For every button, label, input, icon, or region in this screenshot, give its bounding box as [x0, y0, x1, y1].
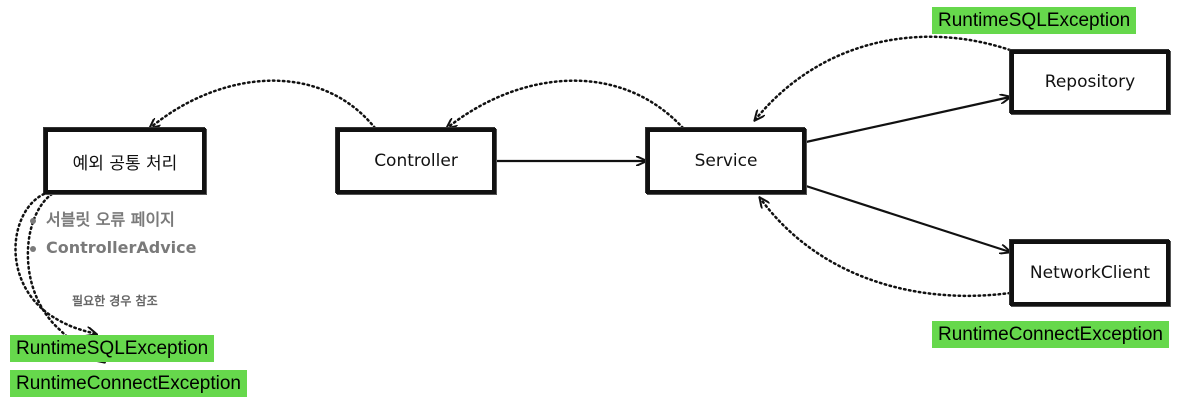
arrow-service-to-repository — [805, 97, 1010, 144]
node-network-client: NetworkClient — [1010, 240, 1170, 306]
bullet-icon — [30, 217, 36, 224]
handler-option-item: 서블릿 오류 페이지 — [30, 206, 196, 234]
label-runtime-connect-exception-bottom: RuntimeConnectException — [10, 370, 247, 397]
node-exception-handler: 예외 공통 처리 — [44, 128, 206, 194]
dotted-handler-to-sql-label — [14, 192, 96, 334]
dotted-repository-to-service — [755, 35, 1012, 120]
node-repository-label: Repository — [1044, 72, 1136, 92]
reference-note: 필요한 경우 참조 — [72, 294, 158, 308]
handler-options-list: 서블릿 오류 페이지 ControllerAdvice — [30, 206, 196, 262]
label-runtime-sql-exception-bottom: RuntimeSQLException — [10, 335, 215, 362]
dotted-controller-to-handler — [150, 79, 377, 128]
node-network-client-label: NetworkClient — [1029, 263, 1151, 283]
bullet-icon — [30, 245, 36, 252]
node-controller-label: Controller — [374, 151, 458, 171]
handler-option-label: ControllerAdvice — [46, 238, 197, 257]
label-runtime-connect-exception-right: RuntimeConnectException — [932, 321, 1169, 348]
label-runtime-sql-exception-top: RuntimeSQLException — [932, 7, 1137, 34]
node-controller: Controller — [336, 128, 496, 194]
node-repository: Repository — [1010, 50, 1170, 114]
node-service-label: Service — [694, 151, 758, 171]
handler-option-label: 서블릿 오류 페이지 — [46, 210, 175, 229]
dotted-service-to-controller — [447, 79, 685, 128]
dotted-networkclient-to-service — [760, 198, 1012, 298]
node-service: Service — [646, 128, 806, 194]
arrow-service-to-networkclient — [805, 184, 1010, 252]
handler-option-item: ControllerAdvice — [30, 234, 196, 262]
node-exception-handler-label: 예외 공통 처리 — [72, 153, 178, 174]
